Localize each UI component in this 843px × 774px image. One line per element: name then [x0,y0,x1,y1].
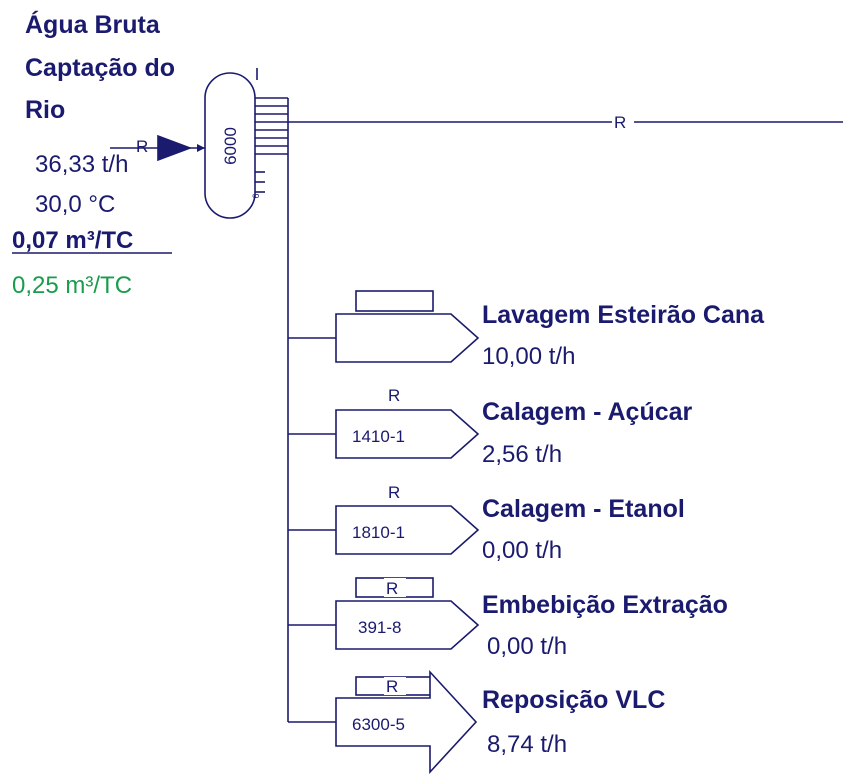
consumer-top-label: R [386,579,398,598]
source-title-line2: Captação do [25,54,175,82]
consumer-embebicao[interactable]: R 391-8 Embebição Extração 0,00 t/h [288,577,728,660]
consumer-box-label: 391-8 [358,618,401,637]
consumer-flow: 8,74 t/h [487,731,567,758]
tank-nozzles [255,68,288,193]
inlet-arrow-label: R [136,137,148,156]
main-line-label: R [614,113,626,132]
tank-label: 6000 [221,127,240,165]
main-outlet-line[interactable]: R [288,112,843,132]
consumer-reposicao-vlc[interactable]: R 6300-5 Reposição VLC 8,74 t/h [288,669,665,774]
consumer-name: Calagem - Açúcar [482,398,693,426]
tank-small-label: 6 [251,193,261,198]
consumer-top-label: R [386,677,398,696]
consumer-top-label: R [388,386,400,405]
tank[interactable]: 6000 6 [204,72,261,219]
source-ratio-alt: 0,25 m³/TC [12,272,132,299]
consumer-name: Calagem - Etanol [482,495,685,523]
consumer-name: Embebição Extração [482,591,728,619]
consumer-flow: 0,00 t/h [487,633,567,660]
source-temperature: 30,0 °C [35,191,115,218]
consumer-box-label: 1410-1 [352,427,405,446]
consumer-flow: 10,00 t/h [482,343,575,370]
inlet-arrow[interactable]: R [110,134,207,162]
consumer-top-label: R [388,483,400,502]
source-title-line1: Água Bruta [25,10,161,39]
consumer-box-label: 1810-1 [352,523,405,542]
consumer-calagem-etanol[interactable]: R 1810-1 Calagem - Etanol 0,00 t/h [288,483,685,564]
source-flow: 36,33 t/h [35,151,128,178]
source-ratio: 0,07 m³/TC [12,227,133,254]
consumer-flow: 2,56 t/h [482,441,562,468]
consumer-name: Lavagem Esteirão Cana [482,301,765,329]
consumer-lavagem[interactable]: Lavagem Esteirão Cana 10,00 t/h [288,290,765,370]
consumer-flow: 0,00 t/h [482,537,562,564]
consumer-box-label: 6300-5 [352,715,405,734]
consumer-name: Reposição VLC [482,686,665,714]
consumer-calagem-acucar[interactable]: R 1410-1 Calagem - Açúcar 2,56 t/h [288,386,693,468]
source-title-line3: Rio [25,96,65,124]
